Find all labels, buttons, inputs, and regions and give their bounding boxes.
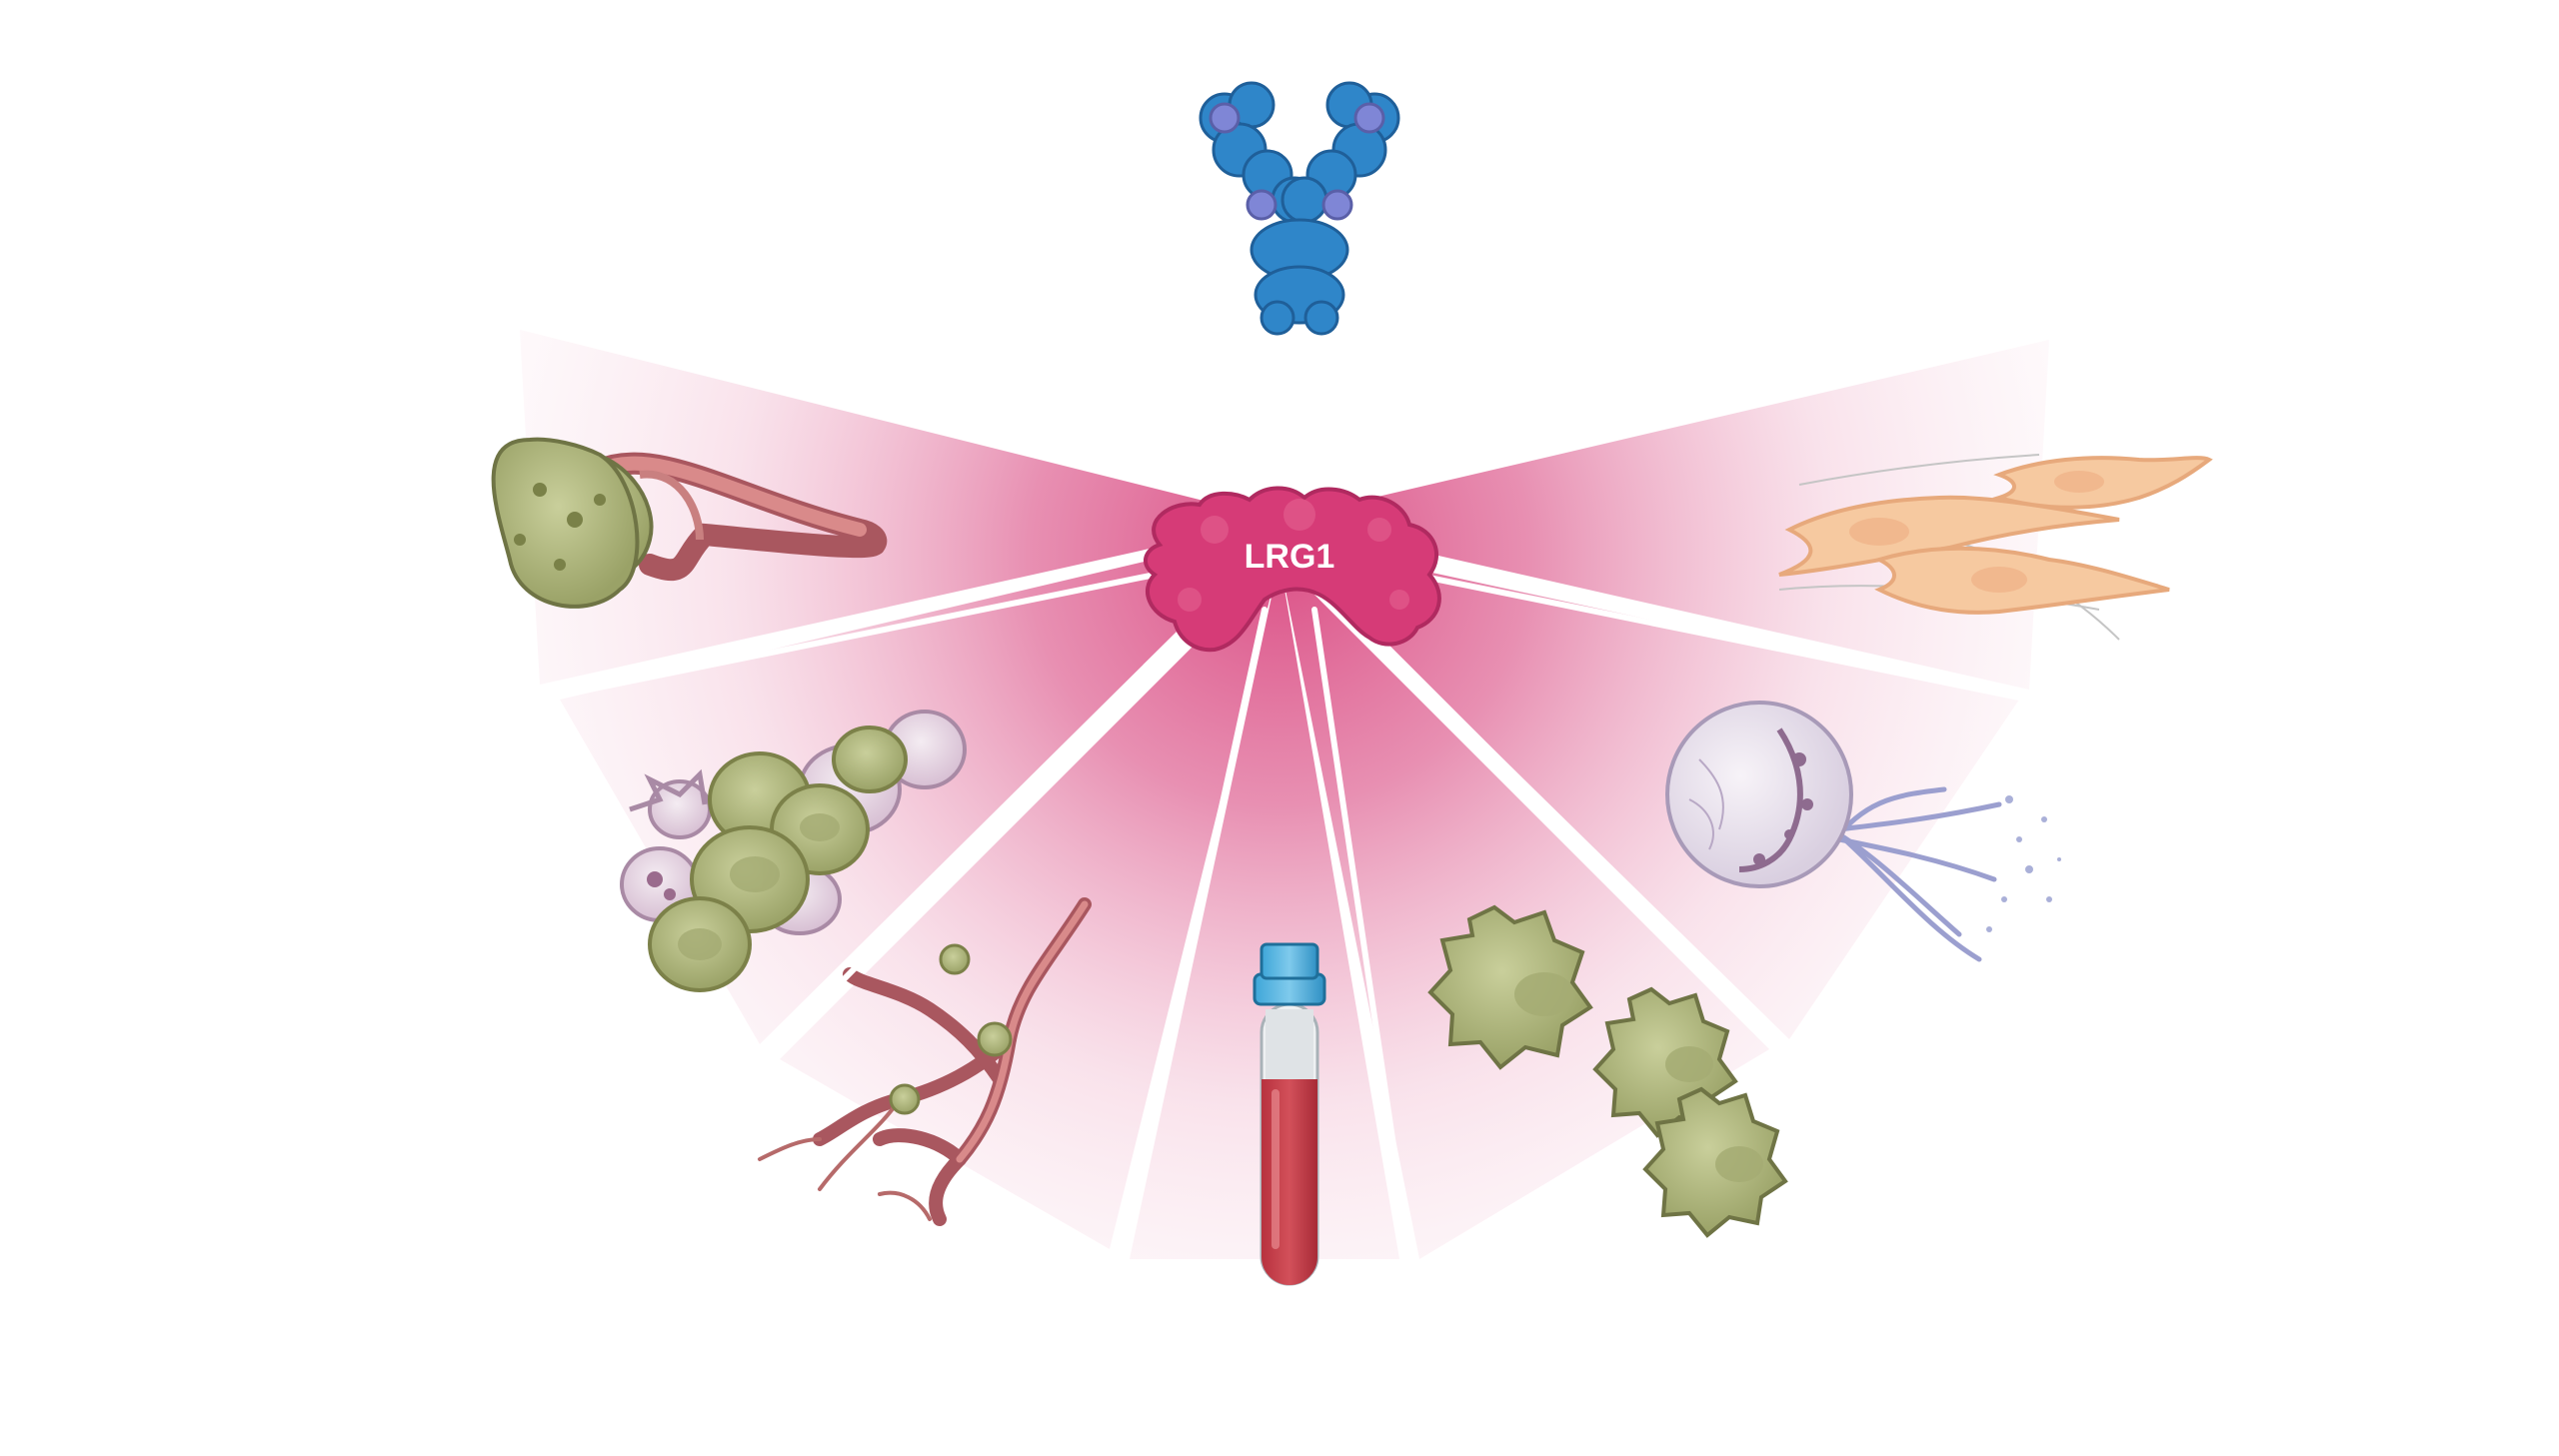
lrg1-label: LRG1 xyxy=(1245,538,1335,576)
antibody-icon xyxy=(1199,81,1400,336)
immune-cells-icon xyxy=(620,710,967,992)
tumor-vessel-icon xyxy=(491,437,888,609)
lrg1-protein: LRG1 xyxy=(1144,486,1441,653)
fibroblasts-icon xyxy=(1778,454,2213,641)
neutrophil-net-icon xyxy=(1665,701,2061,962)
ray-dividers xyxy=(537,567,2032,1257)
blood-tube-icon xyxy=(1253,942,1326,1286)
blood-vessel-branches-icon xyxy=(758,897,1092,1226)
cancer-cells-icon xyxy=(1427,904,1788,1238)
